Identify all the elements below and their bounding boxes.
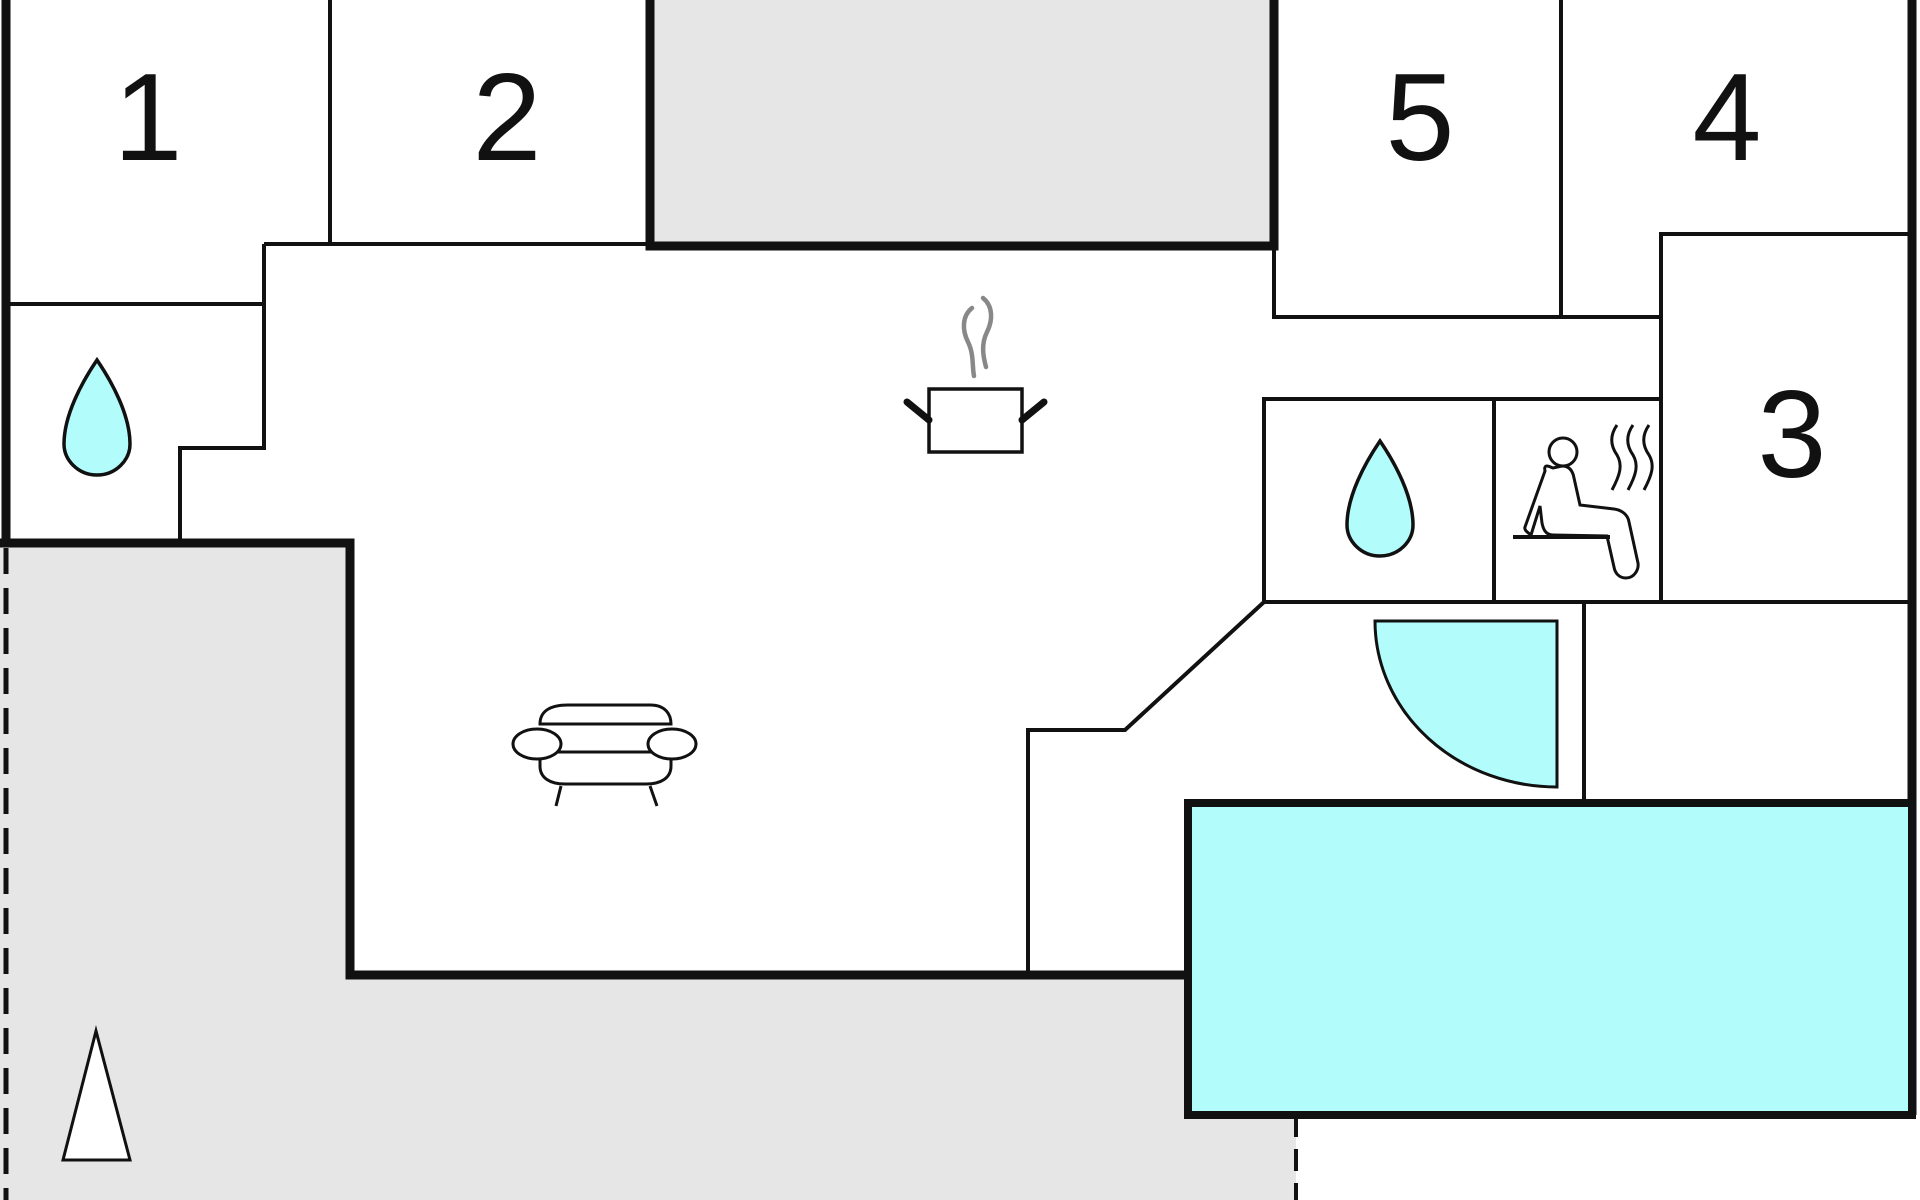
interior-walls bbox=[8, 0, 1910, 972]
cooking-pot-icon bbox=[903, 295, 1048, 454]
room-label-4: 4 bbox=[1693, 49, 1762, 187]
water-drop-icon bbox=[62, 356, 132, 477]
room-label-2: 2 bbox=[473, 49, 542, 187]
room-label-3: 3 bbox=[1758, 366, 1827, 504]
hot-tub-icon bbox=[1373, 619, 1559, 789]
covered-terrace-top bbox=[650, 0, 1272, 246]
pool-icon bbox=[1184, 799, 1916, 1119]
room-label-5: 5 bbox=[1386, 49, 1455, 187]
exterior-walls bbox=[0, 0, 1917, 1115]
sofa-icon bbox=[511, 703, 698, 807]
tent-icon bbox=[61, 1025, 132, 1162]
water-drop-icon bbox=[1345, 437, 1415, 558]
room-label-1: 1 bbox=[114, 49, 183, 187]
sauna-icon bbox=[1513, 424, 1654, 580]
outdoor-area-bottom bbox=[0, 543, 1296, 1200]
